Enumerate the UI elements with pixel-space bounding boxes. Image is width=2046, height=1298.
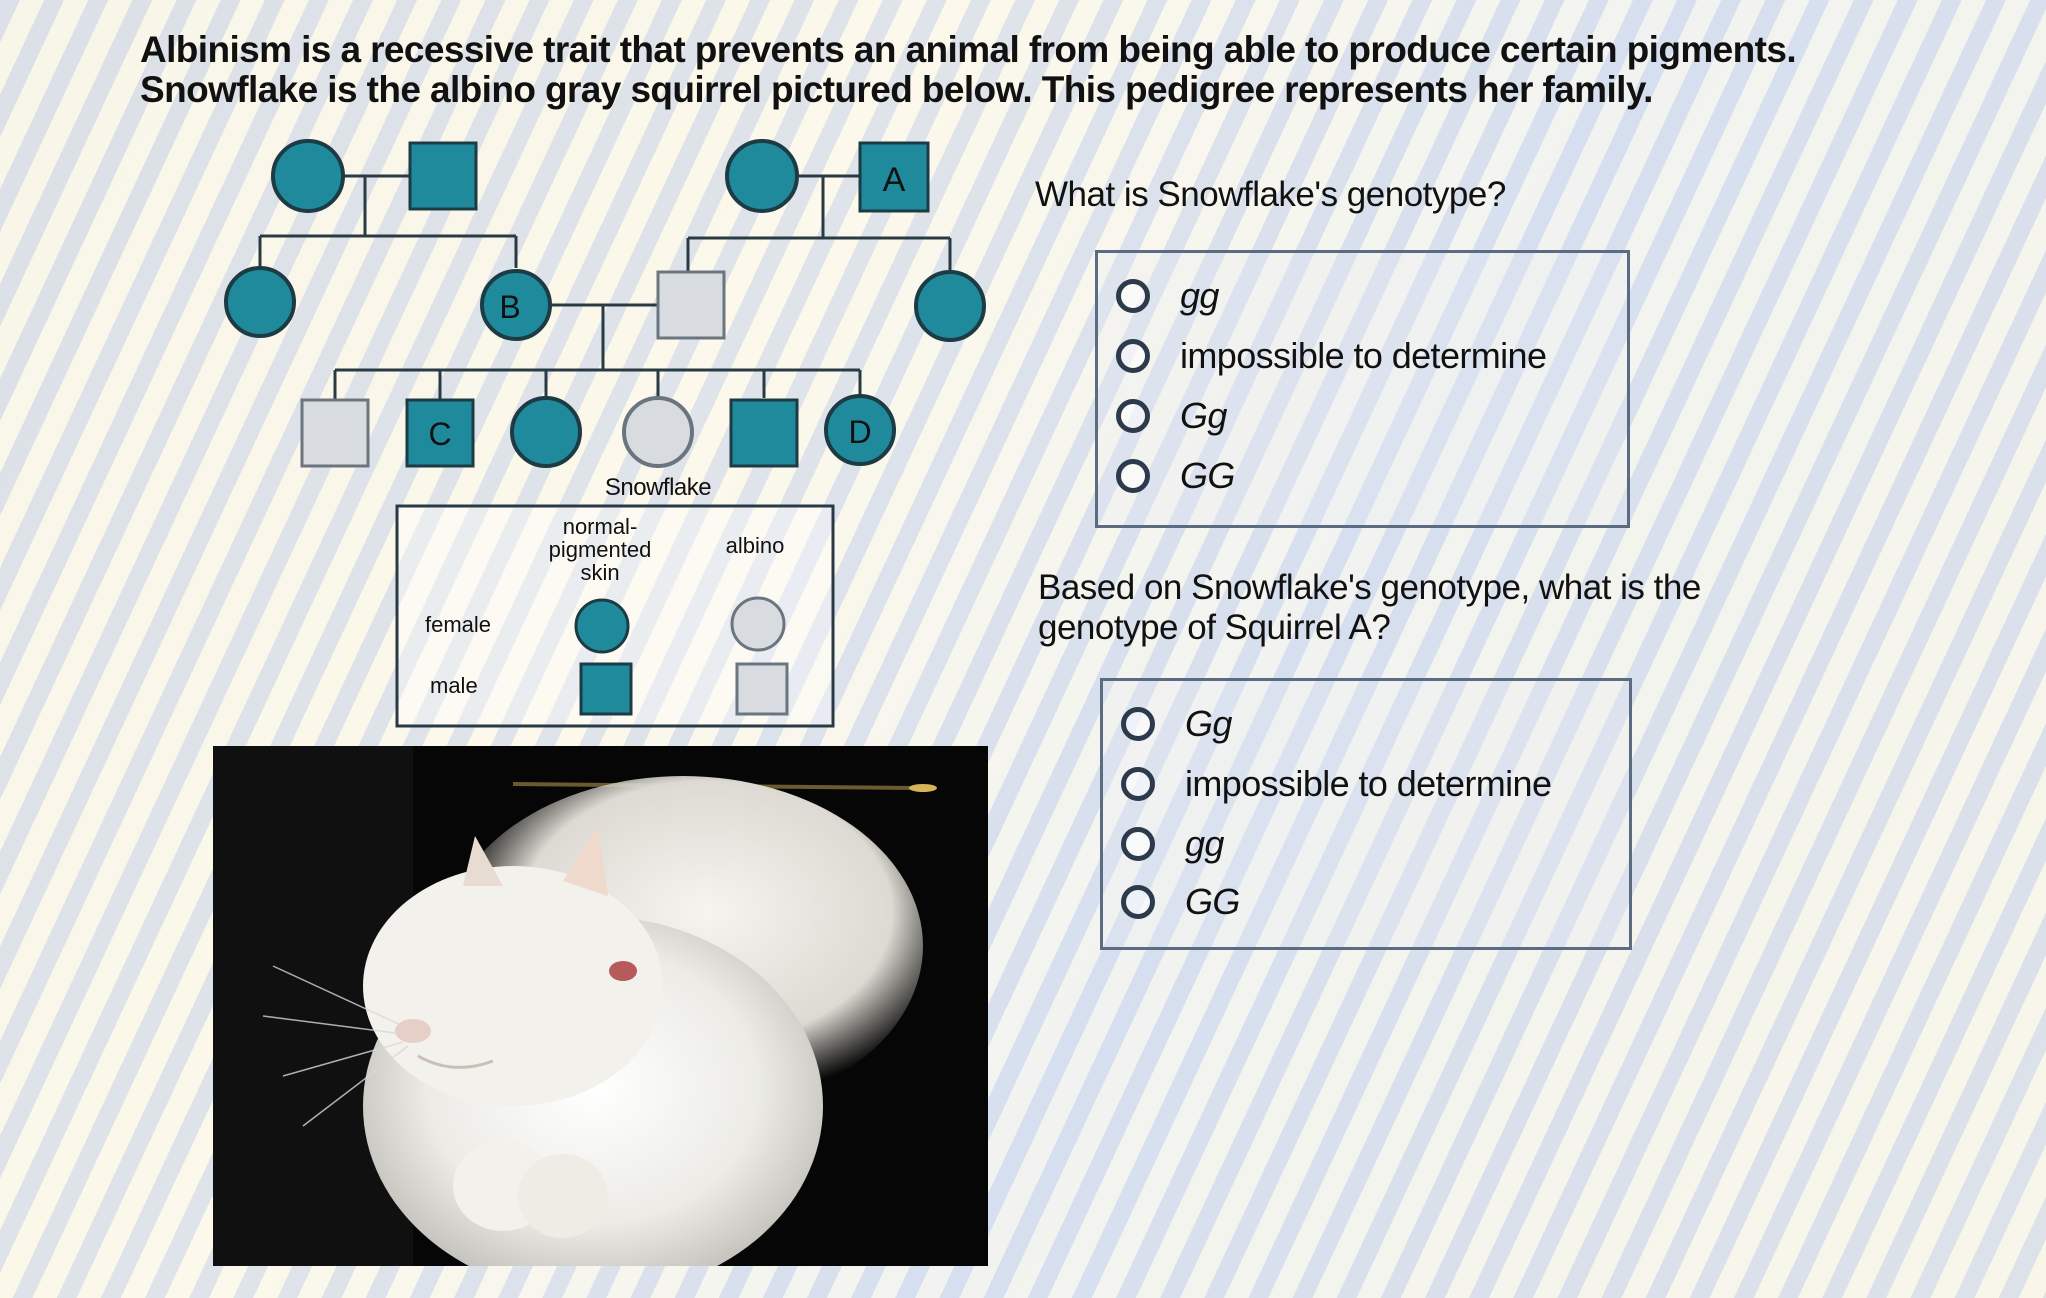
q1-option-Gg[interactable]: Gg: [1116, 395, 1227, 437]
q2-option-GG[interactable]: GG: [1121, 881, 1240, 923]
gen2-male-albino: [656, 270, 726, 340]
squirrel-b: [480, 269, 552, 341]
q2-option-gg[interactable]: gg: [1121, 823, 1224, 865]
legend-female-label: female: [425, 612, 491, 637]
label-a: A: [883, 161, 906, 199]
squirrel-d: [824, 394, 896, 466]
question-1-options: gg impossible to determine Gg GG: [1095, 250, 1630, 528]
legend-male-label: male: [430, 673, 478, 698]
legend-male-normal-symbol: [579, 662, 633, 716]
gen3-female-normal: [510, 396, 582, 468]
gen1-female-right: [725, 139, 799, 213]
radio-button[interactable]: [1121, 885, 1155, 919]
squirrel-a: [858, 141, 930, 213]
radio-button[interactable]: [1116, 459, 1150, 493]
gen3-male-normal: [729, 398, 799, 468]
option-label: Gg: [1180, 395, 1227, 436]
pedigree-chart: A B C Snowflake D normal- pigmented skin…: [224, 139, 986, 728]
squirrel-c: [405, 398, 475, 468]
radio-button[interactable]: [1116, 339, 1150, 373]
question-2-text: Based on Snowflake's genotype, what is t…: [1038, 568, 1701, 647]
legend-male-albino-symbol: [735, 662, 789, 716]
label-b: B: [499, 289, 520, 325]
option-label: impossible to determine: [1185, 763, 1552, 804]
q1-option-GG[interactable]: GG: [1116, 455, 1235, 497]
intro-text: Albinism is a recessive trait that preve…: [140, 29, 1797, 110]
radio-button[interactable]: [1121, 707, 1155, 741]
label-c: C: [428, 416, 451, 452]
pedigree-legend: normal- pigmented skin albino female mal…: [395, 504, 835, 728]
legend-normal-line2: pigmented: [549, 537, 652, 562]
legend-female-albino-symbol: [730, 596, 786, 652]
option-label: Gg: [1185, 703, 1232, 744]
gen3-male-albino: [300, 398, 370, 468]
gen2-female-far-left: [224, 266, 296, 338]
option-label: GG: [1180, 455, 1235, 496]
radio-button[interactable]: [1121, 767, 1155, 801]
option-label: gg: [1180, 275, 1219, 316]
snowflake: [622, 396, 694, 468]
radio-button[interactable]: [1116, 399, 1150, 433]
option-label: GG: [1185, 881, 1240, 922]
gen1-female-left: [271, 139, 345, 213]
squirrel-illustration: [213, 746, 988, 1266]
snowflake-label: Snowflake: [605, 474, 711, 501]
question-2-options: Gg impossible to determine gg GG: [1100, 678, 1632, 950]
albino-squirrel-photo: [213, 746, 988, 1266]
label-d: D: [848, 414, 871, 450]
radio-button[interactable]: [1116, 279, 1150, 313]
legend-female-normal-symbol: [574, 598, 630, 654]
legend-normal-line3: skin: [580, 560, 619, 585]
q1-option-impossible[interactable]: impossible to determine: [1116, 335, 1547, 377]
option-label: impossible to determine: [1180, 335, 1547, 376]
gen2-female-far-right: [914, 270, 986, 342]
legend-albino-label: albino: [726, 533, 785, 558]
option-label: gg: [1185, 823, 1224, 864]
radio-button[interactable]: [1121, 827, 1155, 861]
q2-option-Gg[interactable]: Gg: [1121, 703, 1232, 745]
legend-normal-line1: normal-: [563, 514, 638, 539]
gen1-male-left: [408, 141, 478, 211]
question-1-text: What is Snowflake's genotype?: [1035, 175, 1506, 214]
q2-option-impossible[interactable]: impossible to determine: [1121, 763, 1552, 805]
q1-option-gg[interactable]: gg: [1116, 275, 1219, 317]
